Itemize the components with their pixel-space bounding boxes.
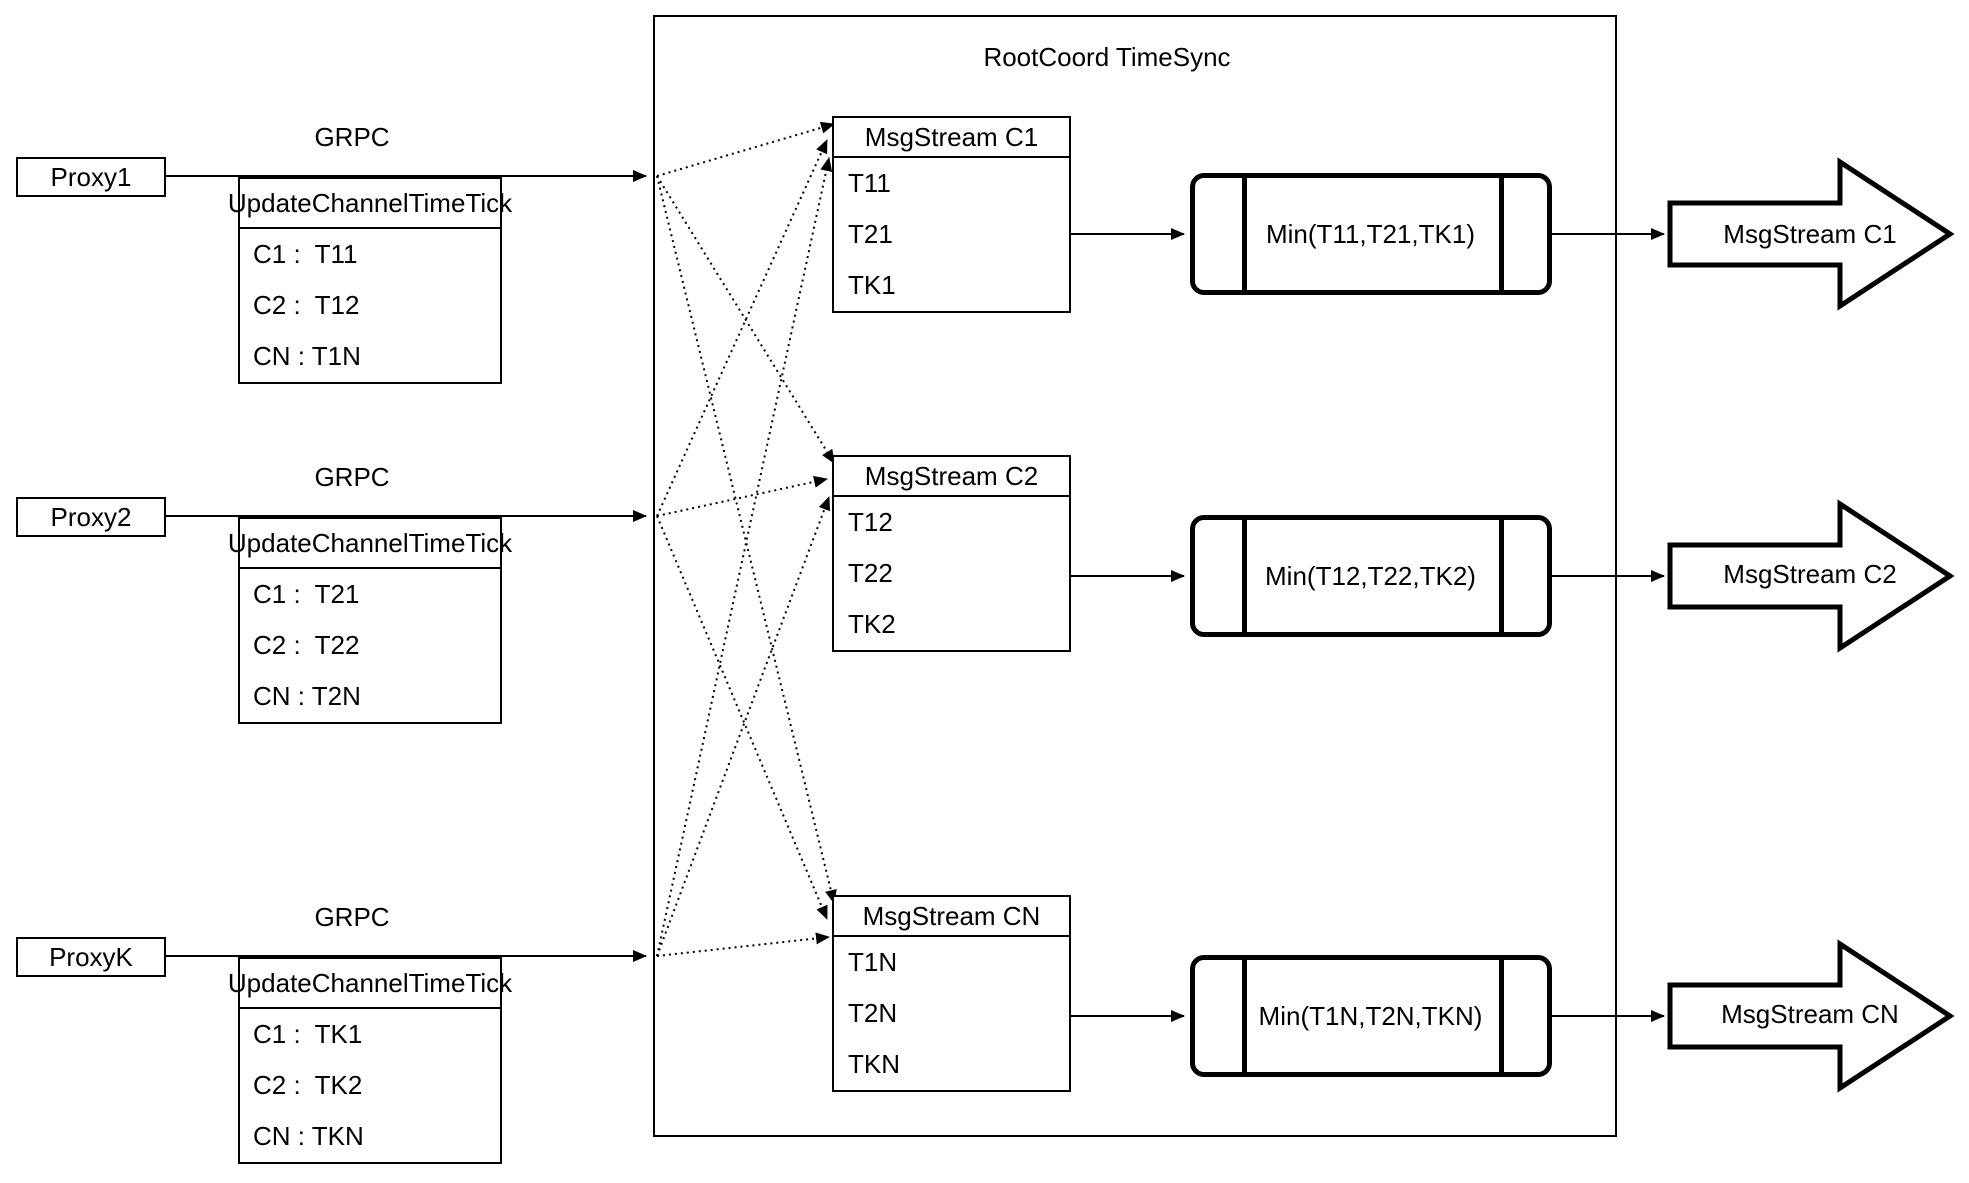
proxy2-box: Proxy2 xyxy=(16,497,166,537)
msgstream-table-cn: MsgStream CN T1N T2N TKN xyxy=(832,895,1071,1092)
proxyk-label: ProxyK xyxy=(49,941,133,972)
proxyk-box: ProxyK xyxy=(16,937,166,977)
dotted-line-p1-c2 xyxy=(656,175,835,464)
update-channel-timetick-table-1: UpdateChannelTimeTick C1 : T11 C2 : T12 … xyxy=(228,177,512,384)
output-arrow-label-c1: MsgStream C1 xyxy=(1723,219,1897,249)
table-row: C1 : T11 xyxy=(253,239,358,269)
block-arrow-c1 xyxy=(1667,157,1955,311)
table-header: UpdateChannelTimeTick xyxy=(228,519,512,569)
output-block-arrows xyxy=(1667,157,1955,1093)
table-row: C2 : T12 xyxy=(253,290,360,320)
min-label: Min(T11,T21,TK1) xyxy=(1265,218,1475,249)
table-row: T21 xyxy=(848,219,893,249)
proxy2-label: Proxy2 xyxy=(50,501,132,532)
table-row: T22 xyxy=(848,558,893,588)
table-row: T12 xyxy=(848,507,893,537)
table-row: TKN xyxy=(848,1049,900,1079)
dotted-line-pk-cn xyxy=(656,932,830,957)
table-row: CN : TKN xyxy=(253,1121,364,1151)
table-row: T11 xyxy=(848,168,891,198)
table-row: TK2 xyxy=(848,609,896,639)
table-row: CN : T1N xyxy=(253,341,361,371)
dotted-line-p1-c1 xyxy=(656,121,835,177)
min-box-divider-right xyxy=(1499,960,1504,1072)
msgstream-table-c1: MsgStream C1 T11 T21 TK1 xyxy=(832,116,1071,313)
dotted-line-p2-cn xyxy=(656,515,828,920)
grpc-label-3: GRPC xyxy=(314,902,390,932)
block-arrow-c2 xyxy=(1667,499,1955,653)
min-box-divider-right xyxy=(1499,520,1504,632)
output-arrow-label-cn: MsgStream CN xyxy=(1721,999,1899,1029)
proxy1-label: Proxy1 xyxy=(50,161,132,192)
grpc-label-2: GRPC xyxy=(314,462,390,492)
update-channel-timetick-table-3: UpdateChannelTimeTick C1 : TK1 C2 : TK2 … xyxy=(228,957,512,1164)
table-header: UpdateChannelTimeTick xyxy=(228,179,512,229)
table-row: T2N xyxy=(848,998,898,1028)
table-row: C2 : T22 xyxy=(253,630,360,660)
table-row: T1N xyxy=(848,947,898,977)
block-arrow-cn xyxy=(1667,939,1955,1093)
dotted-line-p2-c1 xyxy=(656,139,828,517)
min-box-divider-left xyxy=(1242,178,1247,290)
table-row: C2 : TK2 xyxy=(253,1070,363,1100)
dotted-line-p2-c2 xyxy=(656,475,828,517)
table-row: C1 : T21 xyxy=(253,579,360,609)
table-header: MsgStream C2 xyxy=(834,457,1069,497)
dotted-line-pk-c2 xyxy=(656,496,831,957)
rootcoord-timesync-box xyxy=(653,15,1617,1137)
table-row: TK1 xyxy=(848,270,896,300)
dotted-line-pk-c1 xyxy=(656,157,833,957)
update-channel-timetick-table-2: UpdateChannelTimeTick C1 : T21 C2 : T22 … xyxy=(228,517,512,724)
msgstream-table-c2: MsgStream C2 T12 T22 TK2 xyxy=(832,455,1071,652)
min-label: Min(T12,T22,TK2) xyxy=(1265,560,1476,591)
output-arrow-label-c2: MsgStream C2 xyxy=(1723,559,1897,589)
table-row: CN : T2N xyxy=(253,681,361,711)
min-label: Min(T1N,T2N,TKN) xyxy=(1258,1000,1483,1031)
grpc-connector-lines xyxy=(166,170,647,962)
min-box-cn: Min(T1N,T2N,TKN) xyxy=(1190,955,1552,1077)
min-box-divider-right xyxy=(1499,178,1504,290)
table-row: C1 : TK1 xyxy=(253,1019,363,1049)
min-box-divider-left xyxy=(1242,520,1247,632)
table-header: UpdateChannelTimeTick xyxy=(228,959,512,1009)
proxy1-box: Proxy1 xyxy=(16,157,166,197)
dotted-fanout-lines xyxy=(656,121,837,957)
pipeline-connector-lines xyxy=(1071,228,1665,1022)
min-box-c2: Min(T12,T22,TK2) xyxy=(1190,515,1552,637)
table-header: MsgStream CN xyxy=(834,897,1069,937)
grpc-label-1: GRPC xyxy=(314,122,390,152)
rootcoord-title: RootCoord TimeSync xyxy=(983,42,1231,72)
min-box-divider-left xyxy=(1242,960,1247,1072)
table-header: MsgStream C1 xyxy=(834,118,1069,158)
min-box-c1: Min(T11,T21,TK1) xyxy=(1190,173,1552,295)
